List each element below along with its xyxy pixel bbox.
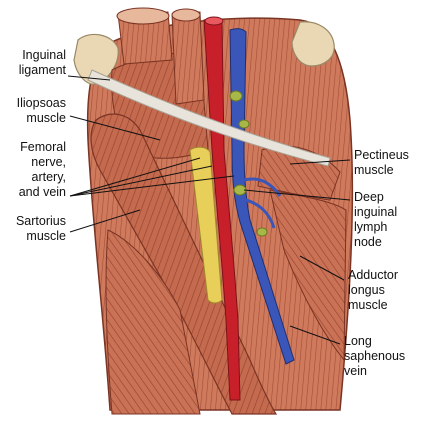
leader-lines — [67, 75, 351, 345]
label-femoral-nerve-artery-vein: Femoral nerve, artery, and vein — [18, 140, 66, 199]
vastus-medialis-shape — [105, 229, 201, 415]
label-iliopsoas-muscle: Iliopsoas muscle — [16, 96, 66, 125]
artery-cut-surface — [204, 16, 224, 26]
cut-muscle-top-2 — [171, 11, 205, 105]
adductor-longus-shape — [269, 189, 347, 362]
leader-sartorius — [69, 209, 141, 233]
lymph-node-4 — [256, 227, 268, 237]
label-sartorius-muscle: Sartorius muscle — [15, 214, 66, 243]
cut-surface-2 — [171, 8, 201, 22]
femoral-vein-shape — [229, 28, 295, 365]
cut-surface-1 — [116, 7, 170, 25]
leader-saphenous — [289, 325, 341, 345]
leader-adductor — [299, 255, 345, 281]
leader-femoral-1 — [69, 157, 201, 197]
leader-inguinal-ligament — [67, 75, 111, 81]
label-inguinal-ligament: Inguinal ligament — [18, 48, 66, 77]
label-adductor-longus-muscle: Adductor longus muscle — [348, 268, 399, 312]
leader-femoral-3 — [69, 175, 235, 197]
lymph-node-1 — [229, 90, 243, 102]
iliac-bone — [73, 33, 119, 85]
pubic-bone — [291, 21, 335, 67]
leader-iliopsoas — [69, 115, 161, 141]
label-pectineus-muscle: Pectineus muscle — [354, 148, 409, 177]
leader-lymph-node — [243, 189, 351, 201]
inguinal-ligament-shape — [87, 69, 331, 167]
label-long-saphenous-vein: Long saphenous vein — [344, 334, 406, 378]
leader-femoral-2 — [69, 165, 213, 197]
label-deep-inguinal-lymph-node: Deep inguinal lymph node — [354, 190, 398, 249]
lymph-node-2 — [238, 119, 250, 129]
leader-pectineus — [289, 159, 351, 165]
femoral-nerve-shape — [189, 146, 223, 304]
